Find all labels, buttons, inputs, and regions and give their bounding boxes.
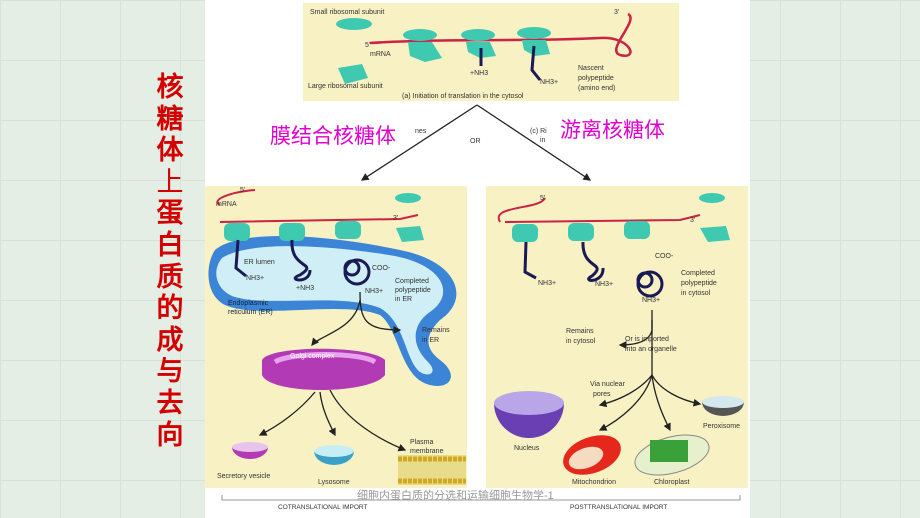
small-subunit bbox=[336, 18, 372, 30]
panel-c-posttranslational: 5' 3' NH3+ NH3+ COO- NH3+ Completed poly… bbox=[486, 186, 748, 511]
label: in ER bbox=[395, 296, 412, 303]
title-char: 糖 bbox=[156, 103, 184, 134]
label: nes bbox=[415, 128, 427, 135]
label: NH3+ bbox=[642, 297, 660, 304]
ribosome bbox=[517, 27, 551, 56]
label: 5' bbox=[240, 187, 245, 194]
label: Golgi complex bbox=[290, 353, 335, 360]
label: mRNA bbox=[216, 201, 237, 208]
title-char: 白 bbox=[156, 229, 184, 260]
label: +NH3 bbox=[296, 285, 314, 292]
label: 3' bbox=[690, 217, 695, 224]
label: NH3+ bbox=[540, 79, 558, 86]
label: 5' bbox=[540, 195, 545, 202]
membrane-bound-ribosome-label: 膜结合核糖体 bbox=[266, 118, 400, 152]
label: Via nuclear bbox=[590, 381, 626, 388]
panel-footer: POSTTRANSLATIONAL IMPORT bbox=[570, 504, 667, 511]
label: Nucleus bbox=[514, 445, 540, 452]
label: 3' bbox=[614, 9, 619, 16]
label: 3' bbox=[393, 215, 398, 222]
label: ER lumen bbox=[244, 259, 275, 266]
label: Plasma bbox=[410, 439, 433, 446]
title-char: 与 bbox=[156, 356, 184, 387]
title-char: 核 bbox=[156, 72, 184, 102]
label: into an organelle bbox=[625, 346, 677, 353]
label: NH3+ bbox=[246, 275, 264, 282]
title-char: 蛋 bbox=[156, 198, 184, 229]
title-char: 的 bbox=[156, 293, 184, 324]
ribosomes bbox=[512, 193, 730, 242]
label: COO- bbox=[372, 265, 391, 272]
vertical-title: 核 糖 体 上 蛋 白 质 的 成 与 去 向 bbox=[152, 72, 188, 451]
title-char: 去 bbox=[156, 387, 184, 418]
label: Lysosome bbox=[318, 479, 350, 486]
label: Small ribosomal subunit bbox=[310, 9, 384, 16]
label: Endoplasmic bbox=[228, 300, 269, 307]
title-char: 向 bbox=[156, 419, 184, 450]
arrow bbox=[476, 104, 592, 181]
label: Secretory vesicle bbox=[217, 473, 270, 480]
label: Completed bbox=[395, 278, 429, 285]
label: polypeptide bbox=[681, 280, 717, 287]
label: pores bbox=[593, 391, 611, 398]
label: 5' bbox=[365, 42, 370, 49]
label: Chloroplast bbox=[654, 479, 689, 486]
label: (amino end) bbox=[578, 85, 615, 92]
ribosomes bbox=[224, 193, 424, 242]
footer-caption: 细胞内蛋白质的分选和运输细胞生物学-1 bbox=[357, 490, 554, 502]
or-label: OR bbox=[470, 138, 481, 145]
label: Or is imported bbox=[625, 336, 669, 343]
label: in cytosol bbox=[681, 290, 711, 297]
label: mRNA bbox=[370, 51, 391, 58]
label: NH3+ bbox=[538, 280, 556, 287]
title-char: 上 bbox=[156, 166, 184, 197]
label: Peroxisome bbox=[703, 423, 740, 430]
caption: (a) Initiation of translation in the cyt… bbox=[402, 93, 524, 100]
title-char: 体 bbox=[156, 135, 184, 166]
label: Completed bbox=[681, 270, 715, 277]
arrow bbox=[360, 104, 478, 181]
label: Large ribosomal subunit bbox=[308, 83, 383, 90]
label: Nascent bbox=[578, 65, 604, 72]
label: NH3+ bbox=[595, 281, 613, 288]
label: +NH3 bbox=[470, 70, 488, 77]
label: polypeptide bbox=[395, 287, 431, 294]
title-char: 质 bbox=[156, 261, 184, 292]
label: in cytosol bbox=[566, 338, 596, 345]
label: (c) Ri bbox=[530, 128, 547, 135]
label: COO- bbox=[655, 253, 674, 260]
panel-b-cotranslational: mRNA 5' 3' ER lumen NH3+ +NH3 COO- NH3+ … bbox=[205, 186, 467, 511]
label: Mitochondrion bbox=[572, 479, 616, 486]
label: Remains bbox=[566, 328, 594, 335]
label: in ER bbox=[422, 337, 439, 344]
title-char: 成 bbox=[156, 324, 184, 355]
label: polypeptide bbox=[578, 75, 614, 82]
label: reticulum (ER) bbox=[228, 309, 273, 316]
panel-footer: COTRANSLATIONAL IMPORT bbox=[278, 504, 367, 511]
large-subunit bbox=[338, 64, 368, 84]
mrna-strand bbox=[369, 12, 632, 57]
label: membrane bbox=[410, 448, 444, 455]
ribosome bbox=[403, 29, 442, 62]
free-ribosome-label: 游离核糖体 bbox=[556, 112, 669, 146]
panel-a-initiation: Small ribosomal subunit 5' mRNA Large ri… bbox=[303, 3, 679, 181]
label: in bbox=[540, 137, 546, 144]
label: Remains bbox=[422, 327, 450, 334]
label: NH3+ bbox=[365, 288, 383, 295]
